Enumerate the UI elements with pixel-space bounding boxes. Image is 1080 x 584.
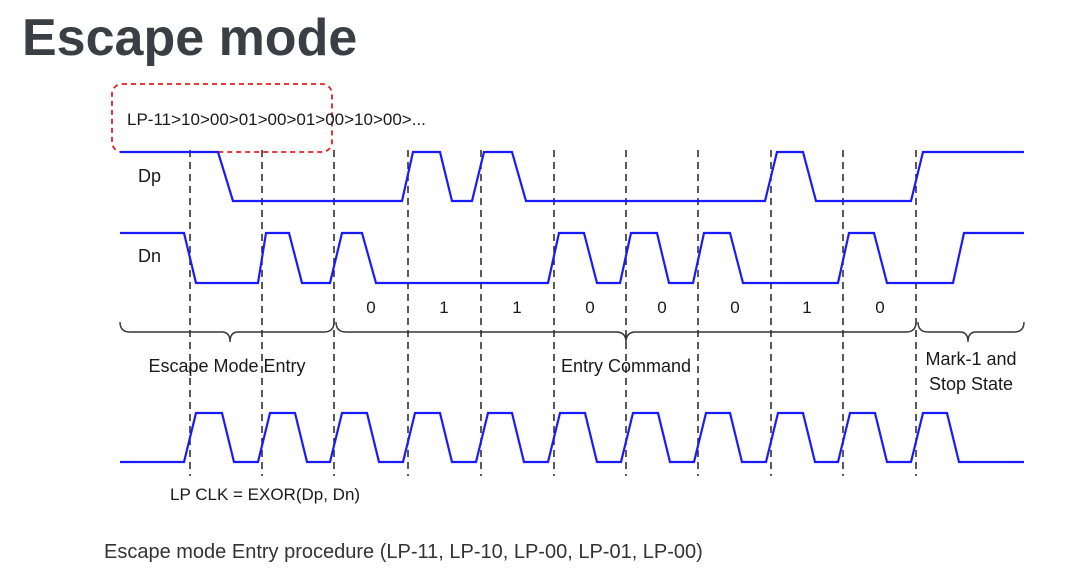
bit-value: 1 — [439, 298, 448, 317]
sequence-label: LP-11>10>00>01>00>01>00>10>00>... — [127, 110, 426, 129]
figure-caption: Escape mode Entry procedure (LP-11, LP-1… — [104, 541, 703, 563]
mark-brace — [917, 321, 1025, 343]
bit-value: 0 — [657, 298, 666, 317]
bit-value: 0 — [730, 298, 739, 317]
bit-value: 1 — [802, 298, 811, 317]
bit-value: 1 — [512, 298, 521, 317]
phase-entry-label: Escape Mode Entry — [148, 356, 305, 376]
phase-mark-label-line1: Mark-1 and — [925, 349, 1016, 369]
bit-value: 0 — [875, 298, 884, 317]
phase-command-label: Entry Command — [561, 356, 691, 376]
command-brace — [335, 321, 917, 343]
dp-label: Dp — [138, 166, 161, 186]
lp-clock-label: LP CLK = EXOR(Dp, Dn) — [170, 485, 360, 504]
page-title: Escape mode — [22, 9, 358, 67]
entry-brace — [119, 321, 335, 343]
bit-values: 0 1 1 0 0 0 1 0 — [366, 298, 884, 317]
phase-braces — [119, 321, 1025, 343]
bit-value: 0 — [585, 298, 594, 317]
dashed-guide-lines — [189, 150, 917, 476]
dn-waveform — [120, 231, 1024, 285]
lp-clock-waveform — [120, 411, 1024, 464]
dp-waveform — [120, 150, 1024, 203]
highlight-box — [111, 83, 333, 153]
bit-value: 0 — [366, 298, 375, 317]
phase-mark-label-line2: Stop State — [929, 374, 1013, 394]
dn-label: Dn — [138, 246, 161, 266]
